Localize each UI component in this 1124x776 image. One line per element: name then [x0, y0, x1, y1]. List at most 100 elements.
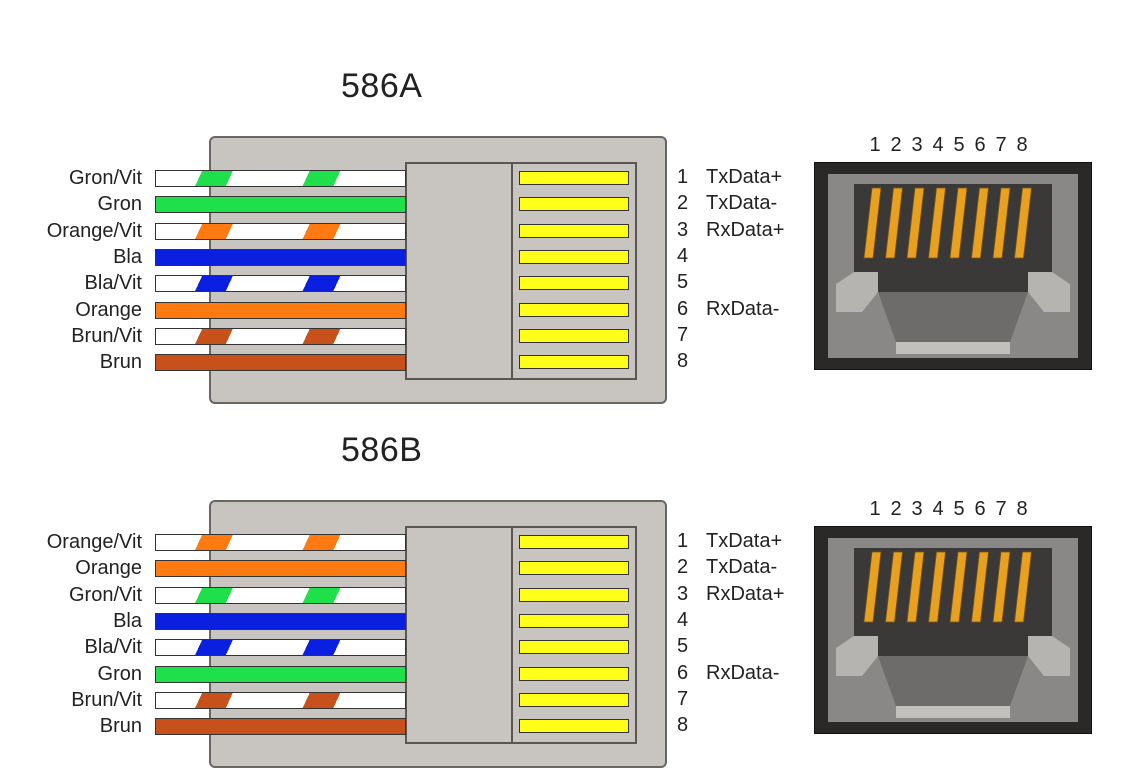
pin-number: 1	[677, 166, 689, 188]
wire-1	[155, 170, 406, 187]
jack-pin-number: 3	[911, 498, 923, 520]
plug-pin-8	[519, 719, 629, 734]
plug-pin-2	[519, 561, 629, 576]
jack-pin-number: 5	[953, 498, 965, 520]
jack-left-shoulder	[836, 636, 878, 676]
jack-contact-5	[949, 187, 968, 259]
pin-number: 5	[677, 271, 689, 294]
jack-contact-3	[906, 551, 925, 623]
signal-label: TxData-	[706, 192, 778, 215]
wire-label: Gron/Vit	[69, 583, 142, 606]
pin-number: 1	[677, 530, 689, 552]
plug-pin-7	[519, 692, 629, 707]
wire-1	[155, 534, 406, 551]
jack-contact-3	[906, 187, 925, 259]
plug-divider	[511, 526, 513, 744]
wire-label: Gron	[97, 662, 142, 685]
wire-label: Bla/Vit	[84, 272, 142, 295]
jack-pin-number: 4	[932, 498, 944, 520]
signal-label: TxData-	[706, 556, 778, 579]
wire-label: Orange	[75, 298, 142, 321]
signal-label: TxData+	[706, 530, 783, 552]
signal-label: RxData+	[706, 218, 785, 241]
wire-label: Bla	[113, 245, 142, 268]
plug-contact-block	[405, 526, 637, 744]
wire-4	[155, 612, 406, 630]
plug-pin-4	[519, 613, 629, 628]
connector-title: 586A	[341, 67, 423, 105]
jack-latch	[896, 706, 1010, 718]
wire-5	[155, 275, 406, 293]
jack-pin-number: 7	[995, 498, 1007, 520]
jack-pin-number: 6	[974, 134, 986, 156]
jack-contacts	[863, 551, 1032, 623]
jack-contact-2	[885, 187, 903, 259]
plug-pin-1	[519, 171, 629, 185]
pin-number: 4	[677, 608, 689, 631]
plug-pin-5	[519, 640, 629, 655]
plug-pin-6	[519, 302, 629, 317]
pin-number: 5	[677, 635, 689, 658]
jack-left-shoulder	[836, 272, 878, 312]
plug-contact-block	[405, 162, 637, 380]
signal-label: RxData-	[706, 661, 780, 684]
wire-2	[155, 560, 406, 578]
pin-number: 7	[677, 687, 689, 710]
wire-8	[155, 354, 406, 372]
pin-number: 4	[677, 244, 689, 267]
wire-label: Orange/Vit	[46, 219, 142, 242]
jack-pin-number: 1	[869, 498, 881, 520]
pin-number: 2	[677, 192, 689, 215]
jack-contact-1	[863, 187, 882, 259]
jack-pin-number: 7	[995, 134, 1007, 156]
jack-pin-number: 8	[1016, 134, 1028, 156]
pin-number: 8	[677, 350, 689, 373]
signal-label: RxData-	[706, 297, 780, 320]
jack-pin-number: 4	[932, 134, 944, 156]
jack-contact-8	[1014, 551, 1032, 623]
wire-label: Brun/Vit	[71, 324, 142, 347]
plug-pin-2	[519, 197, 629, 212]
jack-contact-7	[992, 551, 1011, 623]
plug-divider	[511, 162, 513, 380]
pin-number: 7	[677, 323, 689, 346]
jack-contact-4	[928, 187, 946, 259]
wire-7	[155, 691, 406, 709]
connector-title: 586B	[341, 431, 423, 469]
pin-number: 6	[677, 297, 689, 320]
plug-pin-5	[519, 276, 629, 291]
signal-label: RxData+	[706, 582, 785, 605]
jack-contact-5	[949, 551, 968, 623]
plug-pin-3	[519, 587, 629, 602]
jack-contact-6	[971, 551, 989, 623]
wire-3	[155, 222, 406, 240]
pin-number: 3	[677, 582, 689, 605]
jack-pin-number: 5	[953, 134, 965, 156]
wire-8	[155, 718, 406, 736]
pin-number: 6	[677, 661, 689, 684]
rj45-jack-illustration	[814, 162, 1092, 370]
jack-contact-6	[971, 187, 989, 259]
jack-pin-number: 1	[869, 134, 881, 156]
wire-label: Gron/Vit	[69, 167, 142, 189]
jack-right-shoulder	[1028, 272, 1070, 312]
jack-right-shoulder	[1028, 636, 1070, 676]
wire-label: Gron	[97, 193, 142, 216]
plug-pin-4	[519, 249, 629, 264]
wire-5	[155, 639, 406, 657]
rj45-jack-illustration	[814, 526, 1092, 734]
wire-4	[155, 248, 406, 266]
wire-label: Brun	[99, 715, 142, 738]
jack-contact-7	[992, 187, 1011, 259]
pin-number: 3	[677, 218, 689, 241]
wire-7	[155, 327, 406, 345]
wire-2	[155, 196, 406, 214]
wire-label: Orange/Vit	[46, 531, 142, 553]
jack-pin-number: 2	[890, 498, 902, 520]
plug-pin-3	[519, 223, 629, 238]
pin-number: 2	[677, 556, 689, 579]
plug-pin-8	[519, 355, 629, 370]
